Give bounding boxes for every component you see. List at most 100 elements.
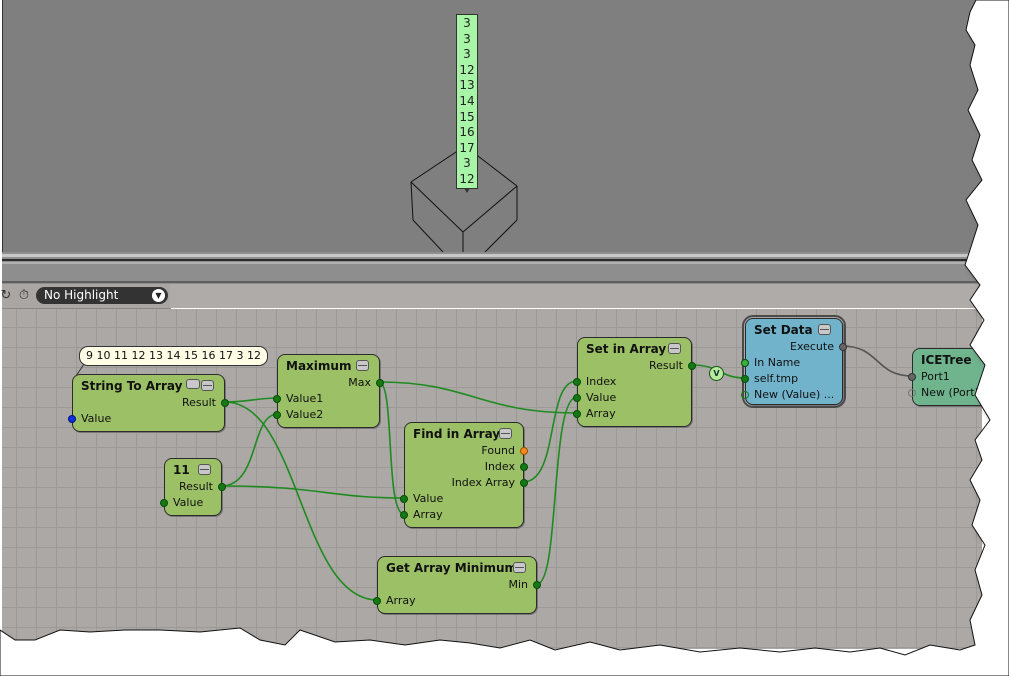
highlight-dropdown[interactable]: No Highlight ▼	[36, 287, 168, 304]
label-value: 15	[459, 109, 475, 124]
port-result-dot[interactable]	[221, 399, 229, 407]
port-value-dot[interactable]	[400, 495, 408, 503]
node-integer-11[interactable]: 11 Result Value	[160, 458, 226, 516]
toolbar-empty-area	[170, 284, 982, 308]
converter-badge[interactable]: V	[709, 366, 724, 381]
label-value: 17	[459, 140, 475, 155]
node-comment-bubble[interactable]: 9 10 11 12 13 14 15 16 17 3 12	[79, 346, 268, 366]
cube-edge	[410, 181, 414, 221]
port-result-dot[interactable]	[218, 483, 226, 491]
port-min[interactable]: Min	[508, 578, 528, 591]
port-array[interactable]: Array	[386, 594, 416, 607]
port-found[interactable]: Found	[481, 444, 515, 457]
node-set-in-array[interactable]: Set in Array Result Index Value Array	[573, 337, 696, 427]
port-value[interactable]: Value	[586, 391, 617, 404]
port-new-port[interactable]: New (Port)	[921, 386, 979, 399]
port-self-tmp-dot[interactable]	[741, 375, 749, 383]
port-port1-dot[interactable]	[908, 373, 916, 381]
label-value: 3	[463, 156, 471, 171]
port-execute-dot[interactable]	[839, 343, 847, 351]
node-menu-icon[interactable]	[818, 324, 831, 335]
port-value-dot[interactable]	[573, 394, 581, 402]
node-title: Get Array Minimum	[386, 561, 518, 575]
port-result[interactable]: Result	[182, 396, 216, 409]
port-array[interactable]: Array	[586, 407, 616, 420]
chevron-down-icon: ▼	[152, 289, 165, 302]
label-value: 13	[459, 78, 475, 93]
label-value: 3	[463, 16, 471, 30]
port-result-dot[interactable]	[688, 362, 696, 370]
port-result[interactable]: Result	[649, 359, 683, 372]
node-menu-icon[interactable]	[201, 380, 214, 391]
node-title: ICETree	[921, 353, 972, 367]
port-self-tmp[interactable]: self.tmp	[754, 372, 799, 385]
port-result[interactable]: Result	[179, 480, 213, 493]
port-index-dot[interactable]	[573, 378, 581, 386]
node-menu-icon[interactable]	[668, 343, 681, 354]
node-ice-tree[interactable]: ICETree Port1 New (Port)	[908, 348, 1002, 406]
port-max-dot[interactable]	[376, 379, 384, 387]
port-index-array-dot[interactable]	[520, 479, 528, 487]
port-array-dot[interactable]	[573, 410, 581, 418]
comment-icon[interactable]	[186, 379, 200, 389]
port-port1[interactable]: Port1	[921, 370, 950, 383]
port-array[interactable]: Array	[413, 508, 443, 521]
node-menu-icon[interactable]	[356, 360, 369, 371]
node-set-data[interactable]: Set Data Execute In Name self.tmp New (V…	[741, 315, 847, 408]
node-string-to-array[interactable]: String To Array Result Value	[68, 374, 229, 432]
port-value-dot[interactable]	[160, 499, 168, 507]
port-value[interactable]: Value	[173, 496, 204, 509]
port-index-array[interactable]: Index Array	[451, 476, 515, 489]
port-execute[interactable]: Execute	[790, 340, 834, 353]
port-max[interactable]: Max	[348, 376, 371, 389]
port-value2-dot[interactable]	[273, 411, 281, 419]
node-maximum[interactable]: Maximum Max Value1 Value2	[273, 354, 384, 428]
port-new-value[interactable]: New (Value) ...	[754, 388, 835, 401]
node-get-array-minimum[interactable]: Get Array Minimum Min Array	[373, 556, 541, 614]
port-value[interactable]: Value	[81, 412, 112, 425]
node-menu-icon[interactable]	[499, 428, 512, 439]
label-value: 14	[459, 93, 475, 108]
port-index[interactable]: Index	[586, 375, 617, 388]
cube-edge	[410, 181, 464, 233]
node-find-in-array[interactable]: Find in Array Found Index Index Array Va…	[400, 422, 528, 528]
node-title: String To Array	[81, 379, 183, 393]
port-new-value-dot[interactable]	[741, 391, 749, 399]
label-value: 16	[459, 125, 475, 140]
timer-target-icon[interactable]: ⏱	[18, 288, 30, 303]
port-found-dot[interactable]	[520, 447, 528, 455]
port-value-dot[interactable]	[68, 415, 76, 423]
node-title: 11	[173, 463, 190, 477]
port-index[interactable]: Index	[484, 460, 515, 473]
node-title: Set in Array	[586, 342, 667, 356]
port-array-dot[interactable]	[400, 511, 408, 519]
port-value2[interactable]: Value2	[286, 408, 324, 421]
label-value: 12	[459, 62, 475, 77]
cube-edge	[412, 219, 444, 252]
refresh-icon[interactable]: ↻	[0, 288, 12, 303]
port-value1-dot[interactable]	[273, 395, 281, 403]
port-array-dot[interactable]	[373, 597, 381, 605]
panel-splitter[interactable]	[2, 252, 982, 284]
port-min-dot[interactable]	[533, 581, 541, 589]
node-menu-icon[interactable]	[513, 562, 526, 573]
ice-tree-toolbar: ↻ ⏱ No Highlight ▼	[0, 284, 171, 309]
port-new-port-dot[interactable]	[908, 389, 916, 397]
port-value[interactable]: Value	[413, 492, 444, 505]
port-in-name-dot[interactable]	[741, 359, 749, 367]
cube-wireframe	[410, 145, 518, 252]
label-value: 12	[459, 171, 475, 186]
port-value1[interactable]: Value1	[286, 392, 324, 405]
port-index-dot[interactable]	[520, 463, 528, 471]
node-menu-icon[interactable]	[198, 464, 211, 475]
port-in-name[interactable]: In Name	[754, 356, 801, 369]
highlight-dropdown-value: No Highlight	[44, 288, 119, 302]
node-title: Set Data	[754, 323, 813, 337]
label-value: 3	[463, 31, 471, 46]
node-title: Find in Array	[413, 427, 501, 441]
label-value: 3	[463, 47, 471, 62]
cube-edge	[484, 219, 518, 252]
